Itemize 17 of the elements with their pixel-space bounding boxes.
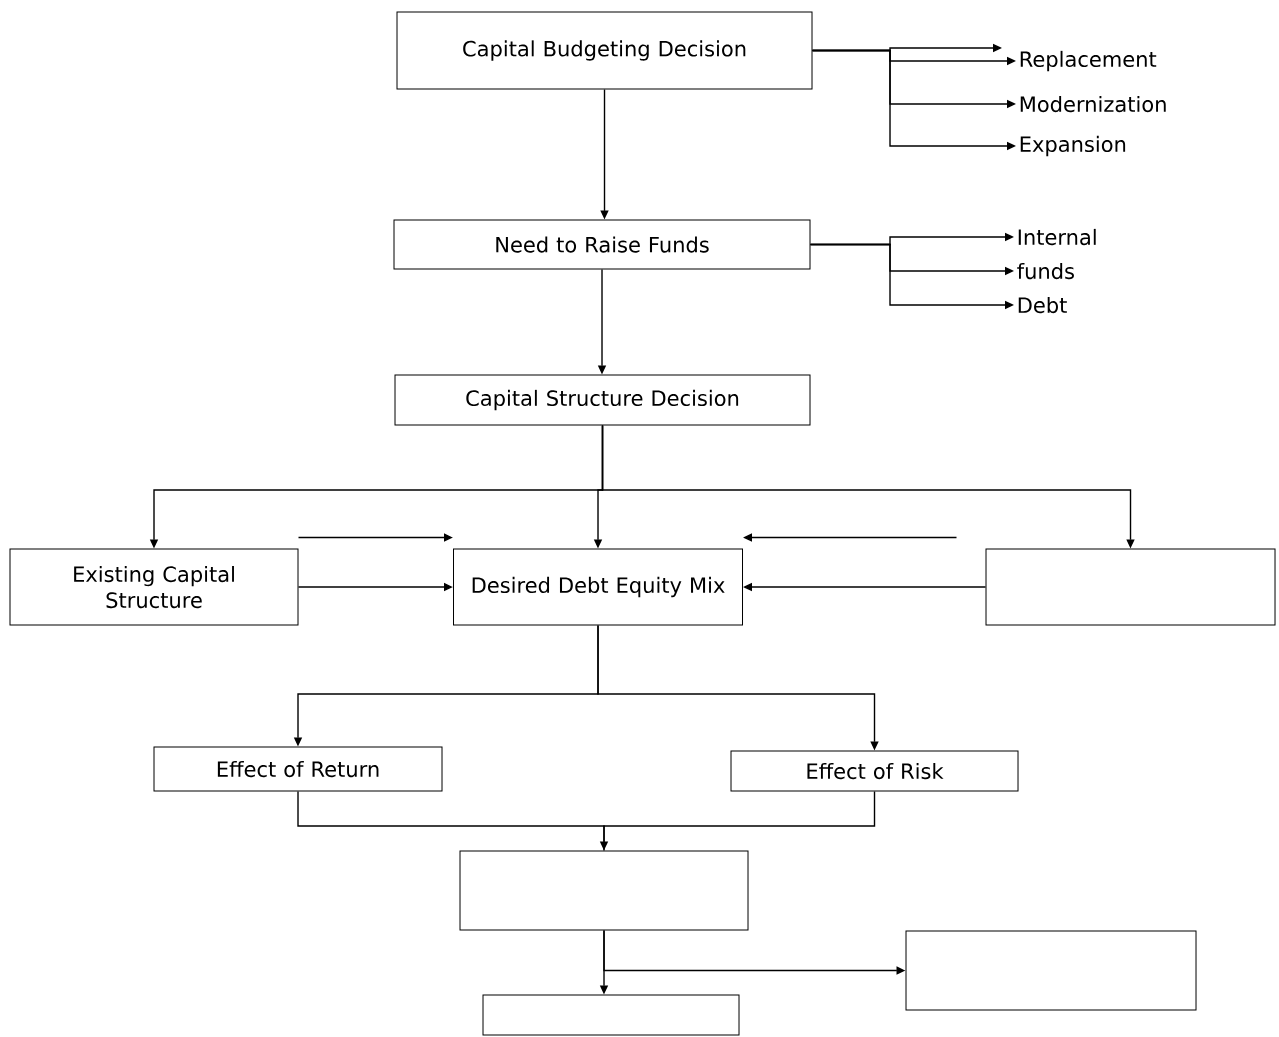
item-label: funds <box>1017 262 1074 280</box>
process-box: Effect of Risk <box>730 750 1019 792</box>
process-box: Desired Debt Equity Mix <box>453 548 743 626</box>
process-box: Existing Capital Structure <box>9 548 299 626</box>
empty-box <box>459 850 749 931</box>
empty-box <box>985 548 1276 626</box>
process-box: Capital Budgeting Decision <box>396 11 813 90</box>
empty-box <box>482 994 740 1036</box>
item-label: Expansion <box>1020 135 1126 157</box>
process-box: Capital Structure Decision <box>394 374 811 426</box>
item-label: Internal <box>1018 228 1096 246</box>
item-label: Replacement <box>1020 50 1157 72</box>
process-box: Need to Raise Funds <box>393 219 811 270</box>
process-box: Effect of Return <box>153 746 443 792</box>
item-label: Debt <box>1018 296 1067 314</box>
item-label: Modernization <box>1020 95 1166 113</box>
empty-box <box>905 930 1197 1011</box>
